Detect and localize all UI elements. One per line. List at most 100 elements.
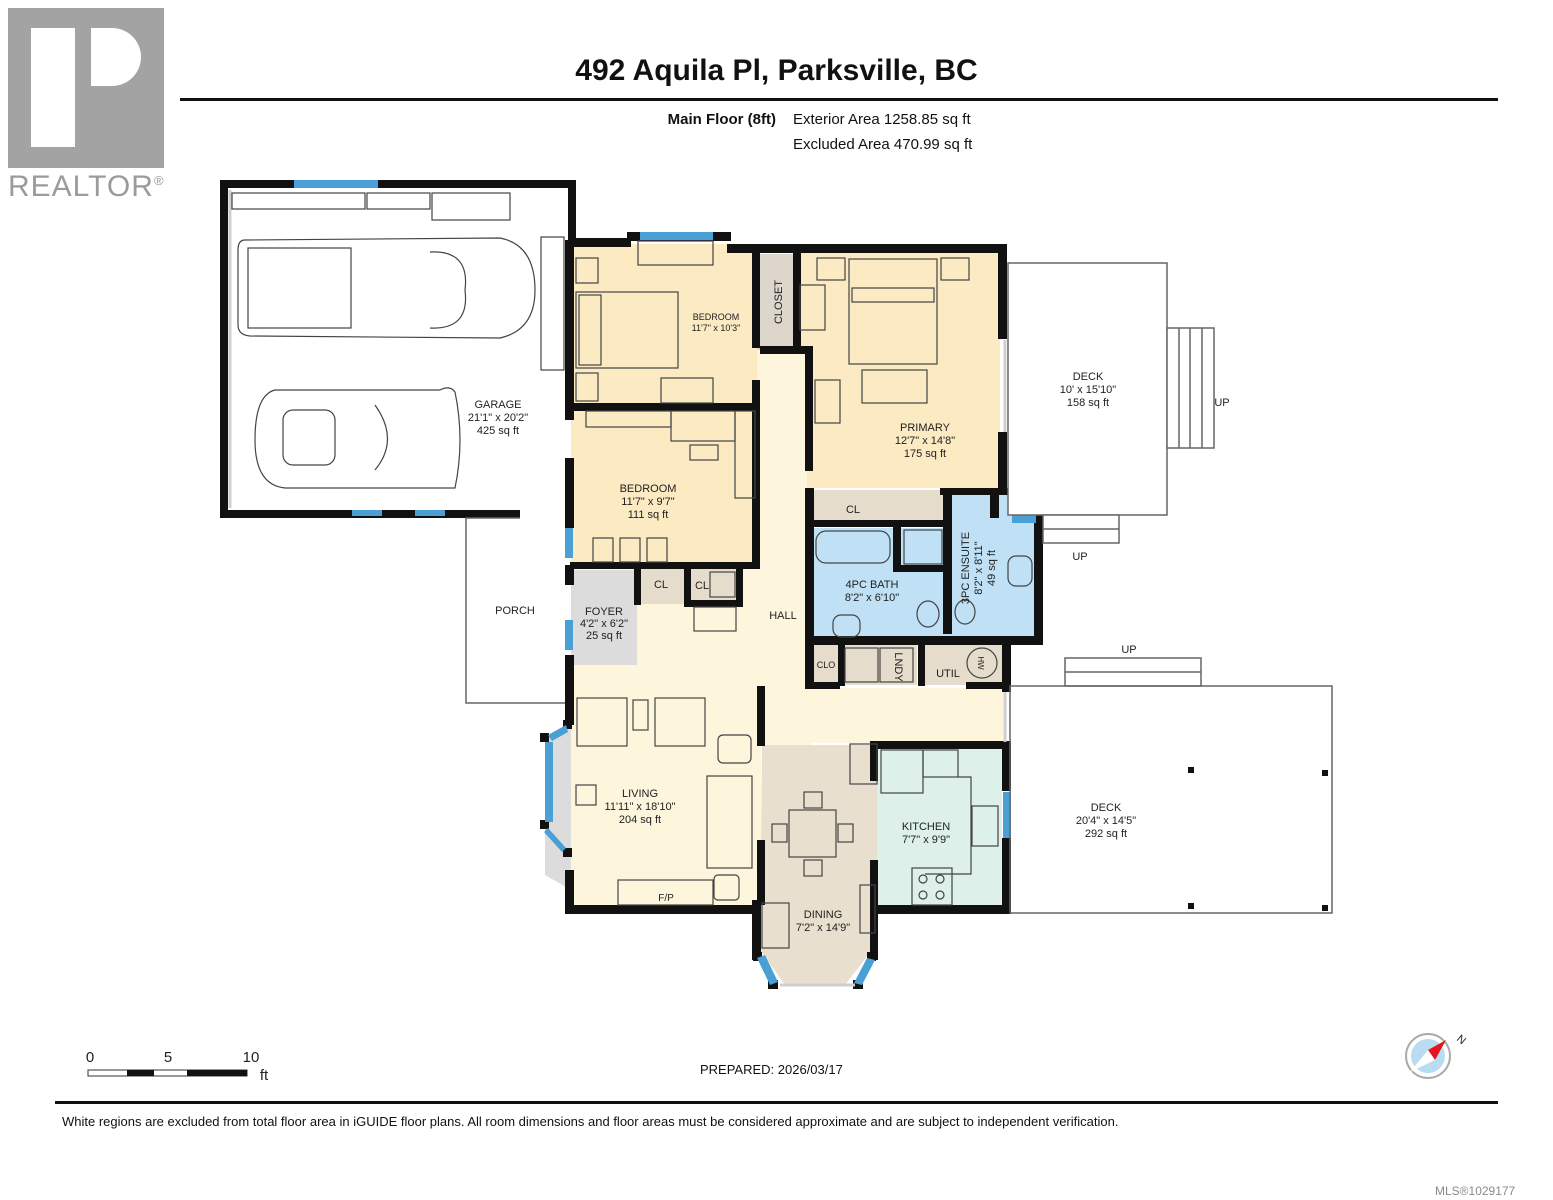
counter [925,776,972,875]
water-heater-icon [966,647,998,679]
wall [568,180,576,240]
wall [1034,515,1043,645]
room-label-cl-1: CL [654,579,668,591]
burner [935,890,945,900]
window [352,510,382,516]
window [1003,792,1011,838]
porch-outline [465,517,565,704]
room-label-clo: CLO [817,660,836,670]
mls-number: MLS®1029177 [1435,1184,1516,1198]
window [548,725,568,741]
wall [870,741,878,781]
wall [757,840,765,905]
wall [893,565,945,572]
truck-bed [247,247,352,329]
scale-segment [127,1070,154,1076]
logo-r-stem [31,28,75,147]
scale-bar: 0 5 10 ft [86,1049,269,1084]
stairs-up-label-south: UP [1121,644,1136,656]
room-label-cl-2: CL [695,580,709,592]
pillows [851,287,935,303]
stairs-up-label-north: UP [1072,551,1087,563]
car-roof [282,409,336,466]
hall-east-fill [808,688,1003,743]
wall [918,640,925,686]
truck-icon [237,237,536,339]
wall [998,432,1007,492]
header-divider [180,98,1498,101]
window [854,958,875,985]
wall [220,180,576,188]
wall [565,565,574,585]
wall [634,565,641,605]
scale-tick-10: 10 [243,1049,260,1066]
dining-table-icon [788,809,837,858]
wall [727,244,1007,253]
wall [570,403,760,411]
console [693,606,737,632]
kitchen-fill [877,747,1002,905]
ottoman [717,734,752,764]
exterior-area: Exterior Area 1258.85 sq ft [793,111,971,128]
cabinet [709,571,736,598]
pillows [578,294,602,366]
shower-icon [903,529,943,565]
window [415,510,445,516]
wall [793,248,801,353]
walls [220,180,1043,989]
burner [918,890,928,900]
desk-chair [689,444,719,461]
post [1188,767,1194,773]
car-icon [254,387,461,489]
window [294,180,378,188]
shelf [231,192,366,210]
realtor-logo-text: REALTOR® [8,170,165,204]
dresser [799,284,826,331]
room-label-hall: HALL [769,610,797,622]
wall [805,682,840,689]
window [1012,515,1036,523]
closet-fill [757,254,795,350]
wardrobe [734,410,756,499]
wall [684,565,691,605]
wall [752,380,760,565]
chair [592,537,614,563]
living-fill [571,690,761,905]
chair [803,791,823,809]
fireplace-label: F/P [658,893,674,904]
wall [753,952,762,961]
compass-needle-south [1410,1050,1435,1072]
wall [990,488,999,518]
sink-icon [832,614,861,638]
ottoman [713,874,740,901]
sink-icon [1007,555,1033,587]
room-label-ensuite: 3PC ENSUITE8'2" x 8'11"49 sq ft [960,532,998,604]
wall [565,240,574,420]
scale-segment [187,1070,214,1076]
wall [752,248,760,348]
wall [757,686,765,746]
wall [853,980,863,989]
car-windshield [374,404,388,471]
deck-north [1007,262,1168,516]
compass-icon: N [1405,1033,1468,1079]
wall [563,848,572,857]
dresser [637,240,714,266]
cl-1-fill [640,568,685,604]
wall [998,244,1007,339]
sofa-icon [706,775,753,869]
toilet-icon [954,599,976,625]
windows [294,180,1036,985]
wall [568,238,631,247]
wall [867,952,876,961]
wall [565,905,761,914]
deck-south [1009,685,1333,914]
wall [736,565,743,607]
wall [1002,640,1011,692]
bed-icon [575,291,679,369]
water-heater-label: HW [976,656,985,670]
